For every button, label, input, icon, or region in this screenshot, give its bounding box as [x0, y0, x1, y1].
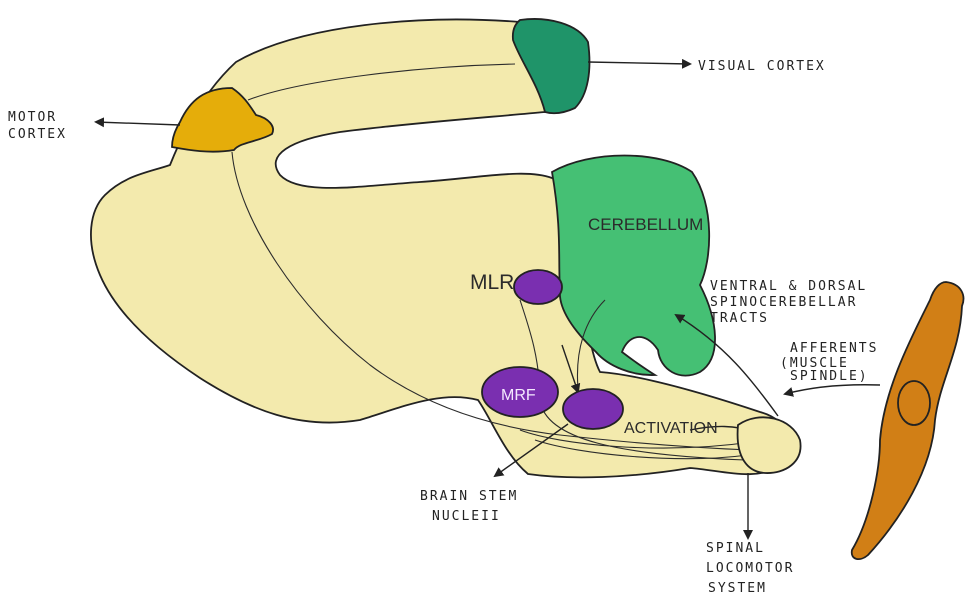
tracts-label-line2: SPINOCEREBELLAR: [710, 295, 857, 310]
mrf-label: MRF: [501, 387, 536, 404]
afferents-label-line3: SPINDLE): [790, 369, 869, 384]
spinal-system-label-line3: SYSTEM: [708, 581, 767, 596]
muscle-spindle: [852, 282, 964, 559]
tracts-label-line3: TRACTS: [710, 311, 769, 326]
mlr-label: MLR: [470, 271, 514, 294]
brainstem-nucleus: [563, 389, 623, 429]
afferents-label-line1: AFFERENTS: [790, 341, 878, 356]
visual-cortex-arrow: [588, 62, 690, 64]
tracts-label-line1: VENTRAL & DORSAL: [710, 279, 867, 294]
spinal-cord-bulb: [738, 417, 801, 473]
motor-cortex-label-line2: CORTEX: [8, 127, 67, 142]
visual-cortex-label: VISUAL CORTEX: [698, 59, 826, 74]
spinal-system-label-line1: SPINAL: [706, 541, 765, 556]
brainstem-nuclei-label-line2: NUCLEII: [432, 509, 501, 524]
motor-cortex-label-line1: MOTOR: [8, 110, 57, 125]
mlr-nucleus: [514, 270, 562, 304]
motor-cortex-arrow: [96, 122, 180, 125]
brainstem-nuclei-label-line1: BRAIN STEM: [420, 489, 518, 504]
spinal-system-label-line2: LOCOMOTOR: [706, 561, 794, 576]
afferents-arrow: [785, 385, 880, 394]
activation-label: ACTIVATION: [624, 420, 718, 437]
cerebellum-label: CEREBELLUM: [588, 215, 703, 234]
